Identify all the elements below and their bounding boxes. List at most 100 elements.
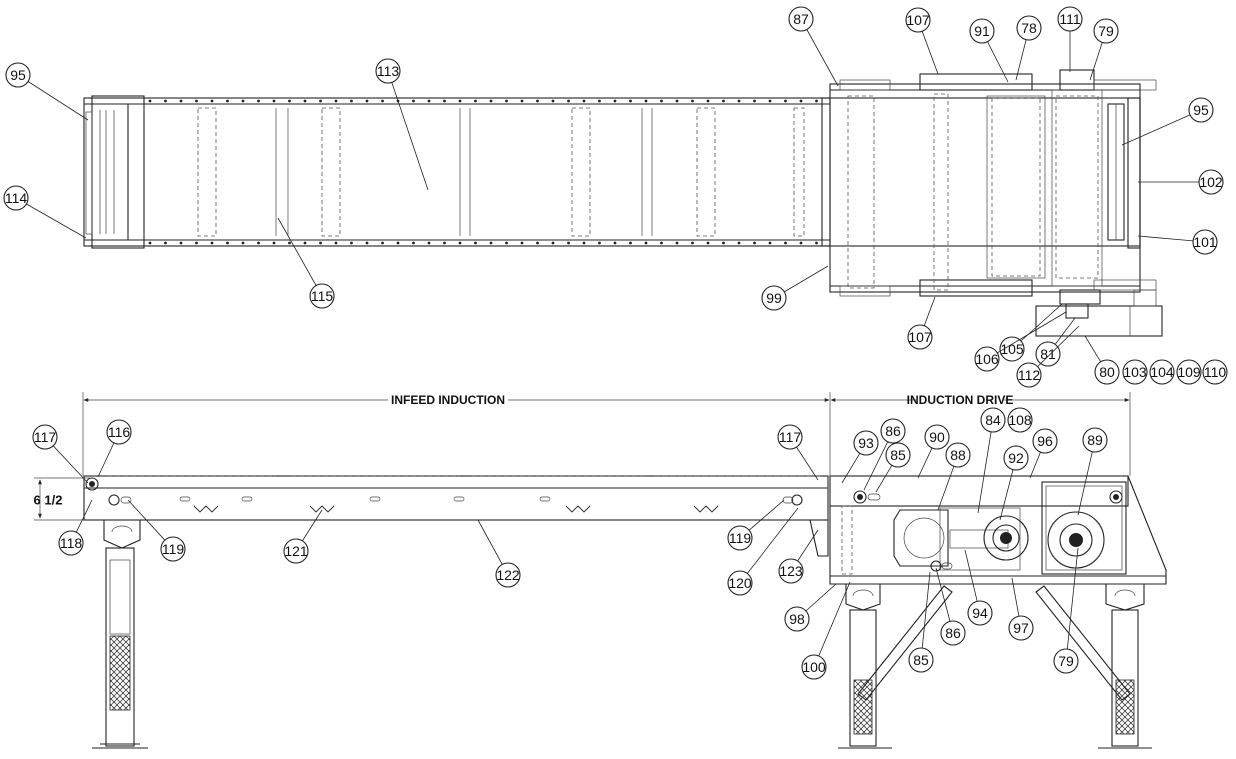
leader-line: [748, 499, 785, 531]
callout-circle: [1057, 6, 1083, 32]
callout-b-123: 123: [778, 529, 819, 584]
callout-label: 118: [60, 535, 83, 551]
callout-label: 111: [1059, 11, 1080, 27]
callout-b-79-top: 79: [1089, 18, 1119, 81]
callout-b-93: 93: [841, 430, 879, 484]
callout-circle: [940, 620, 966, 646]
leader-line: [784, 265, 829, 293]
callout-label: 84: [985, 412, 1001, 428]
callout-label: 121: [284, 543, 308, 559]
callout-label: 91: [974, 23, 990, 39]
callout-label: 119: [162, 541, 185, 557]
callout-label: 79: [1098, 23, 1114, 39]
callout-b-107-bot: 107: [907, 296, 936, 350]
callout-label: 103: [1123, 364, 1147, 380]
callout-label: 78: [1021, 20, 1037, 36]
callout-circle: [788, 6, 814, 32]
leader-line: [75, 499, 93, 533]
top-plan-view: [83, 69, 1163, 337]
leader-line: [797, 529, 819, 562]
leader-line: [935, 567, 951, 622]
callout-b-96: 96: [1029, 428, 1058, 479]
callout-circle: [1149, 359, 1175, 385]
callout-label: 87: [793, 11, 809, 27]
leader-line: [1137, 235, 1194, 242]
callout-b-105: 105: [999, 303, 1063, 362]
callout-b-85-bot: 85: [908, 571, 934, 673]
callout-circle: [969, 18, 995, 44]
callout-circle: [283, 538, 309, 564]
leader-line: [52, 445, 89, 484]
callout-label: 85: [890, 447, 906, 463]
overall-dimension-line: [82, 392, 1131, 476]
callout-b-98: 98: [784, 583, 837, 632]
leader-line: [875, 465, 893, 493]
callout-b-110: 110: [1202, 359, 1228, 385]
callout-label: 102: [1199, 174, 1223, 190]
callout-b-100: 100: [801, 581, 851, 680]
callout-label: 98: [789, 611, 805, 627]
callout-b-103: 103: [1122, 359, 1148, 385]
callout-circle: [967, 600, 993, 626]
callout-b-119-left: 119: [127, 499, 186, 562]
leader-line: [1011, 577, 1020, 617]
leader-line: [1121, 114, 1191, 146]
callout-circle: [1192, 229, 1218, 255]
callout-b-109: 109: [1176, 359, 1202, 385]
leader-line: [987, 41, 1009, 83]
leader-line: [27, 81, 89, 121]
leader-line: [26, 203, 87, 239]
leader-line: [977, 431, 992, 514]
callout-label: 90: [929, 429, 945, 445]
leader-line: [999, 469, 1014, 521]
callout-label: 115: [311, 288, 334, 304]
callout-circle: [1016, 362, 1042, 388]
callout-circle: [885, 442, 911, 468]
callout-circle: [727, 525, 753, 551]
callout-circle: [908, 647, 934, 673]
callout-b-95-left: 95: [5, 62, 89, 121]
callout-circle: [1188, 97, 1214, 123]
callout-circle: [974, 346, 1000, 372]
callout-label: 123: [779, 563, 803, 579]
callout-circle: [778, 558, 804, 584]
callout-label: 104: [1150, 364, 1174, 380]
leader-line: [917, 447, 933, 479]
callout-b-114: 114: [3, 185, 87, 239]
leader-line: [923, 296, 936, 326]
callout-b-118: 118: [58, 499, 93, 556]
hole-row-top: [148, 99, 818, 103]
leader-line: [1029, 451, 1041, 479]
callout-circle: [1016, 15, 1042, 41]
leader-line: [1015, 39, 1027, 81]
callout-label: 94: [972, 605, 988, 621]
callout-circle: [495, 562, 521, 588]
callout-b-112: 112: [1016, 325, 1080, 388]
callout-circle: [905, 7, 931, 33]
callout-label: 106: [975, 351, 999, 367]
callout-b-81: 81: [1035, 317, 1076, 367]
leader-line: [1084, 335, 1102, 363]
leader-line: [841, 453, 861, 484]
callout-circle: [999, 336, 1025, 362]
leader-line: [127, 499, 166, 541]
leader-line: [964, 549, 978, 602]
leader-line: [1037, 325, 1080, 367]
callout-circle: [375, 58, 401, 84]
callout-b-117-left: 117: [32, 424, 89, 484]
callout-label: 122: [496, 567, 520, 583]
drive-support-legs: [838, 583, 1152, 749]
callout-label: 93: [858, 435, 874, 451]
callout-label: 112: [1018, 367, 1041, 383]
leader-line: [1077, 451, 1093, 516]
callout-circle: [945, 442, 971, 468]
callout-circle: [784, 606, 810, 632]
callout-label: 92: [1008, 450, 1024, 466]
leader-line: [302, 509, 323, 542]
callout-label: 97: [1013, 620, 1029, 636]
callout-b-121: 121: [283, 509, 323, 564]
callout-circle: [1122, 359, 1148, 385]
callout-b-86-top: 86: [863, 418, 906, 491]
callout-circle: [1008, 615, 1034, 641]
